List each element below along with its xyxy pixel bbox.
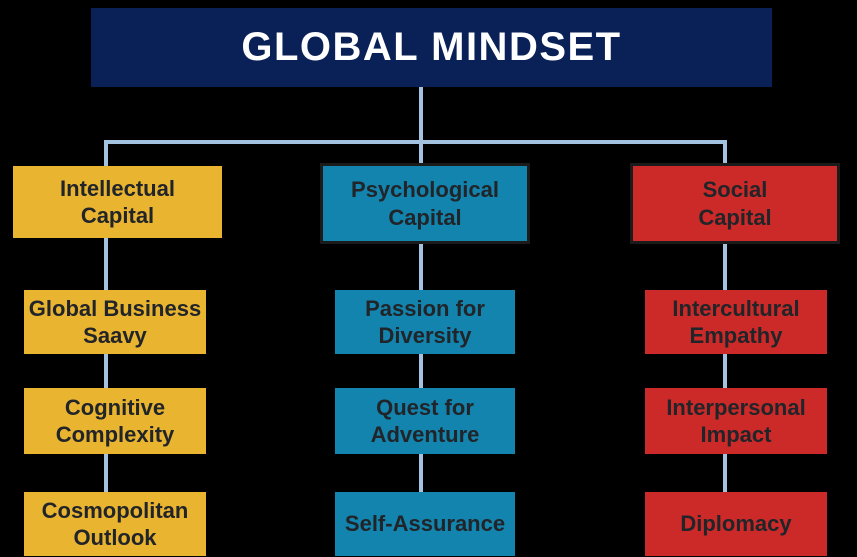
node-label: Interpersonal Impact	[666, 394, 806, 448]
node-label: Cognitive Complexity	[55, 394, 175, 448]
node-self-assurance: Self-Assurance	[335, 492, 515, 556]
node-social-capital: Social Capital	[630, 163, 840, 244]
node-quest-for-adventure: Quest for Adventure	[335, 388, 515, 454]
node-label: Social Capital	[698, 177, 772, 230]
node-label: Intellectual Capital	[60, 175, 175, 229]
node-label: Intercultural Empathy	[672, 295, 800, 349]
node-cognitive-complexity: Cognitive Complexity	[24, 388, 206, 454]
node-psychological-capital: Psychological Capital	[320, 163, 530, 244]
node-label: Self-Assurance	[344, 511, 506, 537]
node-label: Quest for Adventure	[370, 394, 480, 448]
node-label: Diplomacy	[680, 511, 792, 537]
node-intercultural-empathy: Intercultural Empathy	[645, 290, 827, 354]
node-cosmopolitan-outlook: Cosmopolitan Outlook	[24, 492, 206, 556]
node-interpersonal-impact: Interpersonal Impact	[645, 388, 827, 454]
connector-banner-stem	[419, 86, 423, 144]
node-passion-for-diversity: Passion for Diversity	[335, 290, 515, 354]
node-diplomacy: Diplomacy	[645, 492, 827, 556]
node-label: Global Business Saavy	[28, 295, 202, 349]
connector-horizontal	[104, 140, 727, 144]
node-global-business-saavy: Global Business Saavy	[24, 290, 206, 354]
node-label: Cosmopolitan Outlook	[41, 497, 189, 551]
node-label: Psychological Capital	[351, 177, 499, 230]
node-label: Passion for Diversity	[365, 295, 485, 349]
global-mindset-banner: GLOBAL MINDSET	[91, 8, 772, 87]
node-intellectual-capital: Intellectual Capital	[13, 166, 222, 238]
diagram-title: GLOBAL MINDSET	[241, 25, 622, 69]
